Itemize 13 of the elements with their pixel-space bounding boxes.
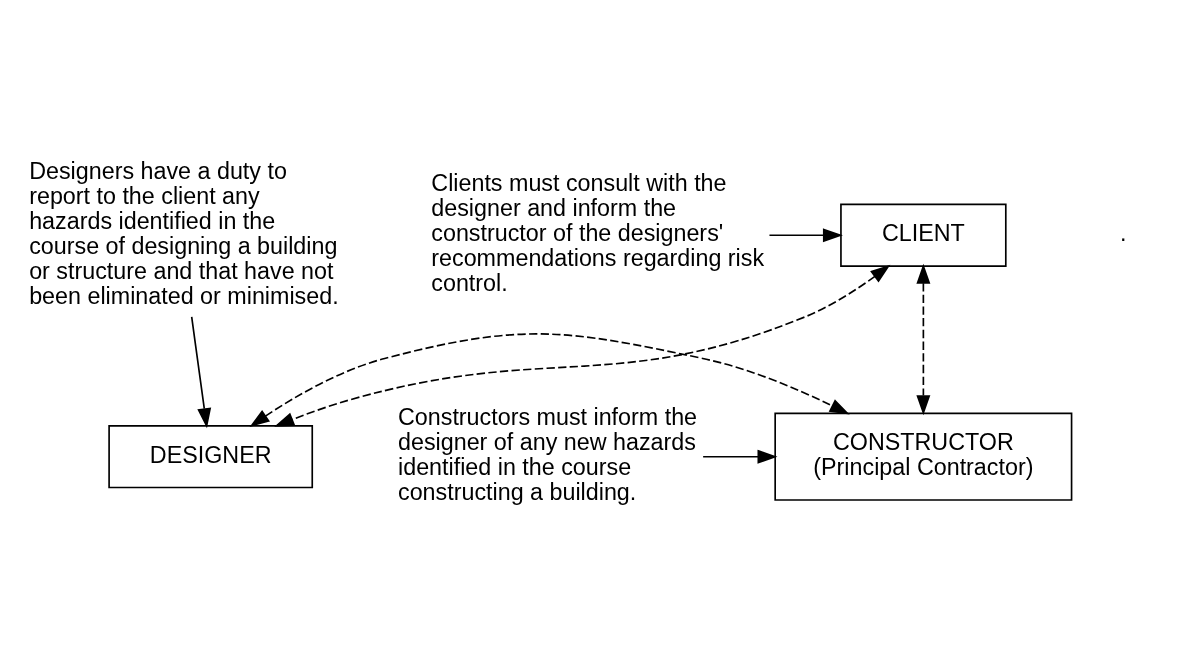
node-box: CONSTRUCTOR (Principal Contractor) bbox=[774, 412, 1073, 501]
label: . bbox=[1119, 219, 1127, 246]
arrow bbox=[702, 449, 778, 464]
arrow bbox=[916, 263, 931, 415]
node-text: Designers have a duty to report to the client any hazards identified in the course of designing a building or structure and that have not been eliminated or minimised. bbox=[29, 157, 339, 309]
arrow bbox=[274, 264, 891, 427]
arrow bbox=[249, 332, 850, 427]
node-box: CLIENT bbox=[840, 203, 1007, 267]
arrow bbox=[768, 227, 843, 242]
node-box: DESIGNER bbox=[108, 424, 314, 488]
node-text: Constructors must inform the designer of any new hazards identified in the course constructing a building. bbox=[398, 403, 698, 505]
node-text: Clients must consult with the designer and inform the constructor of the designers' recommendations regarding risk control. bbox=[431, 169, 765, 296]
arrow bbox=[190, 315, 212, 428]
